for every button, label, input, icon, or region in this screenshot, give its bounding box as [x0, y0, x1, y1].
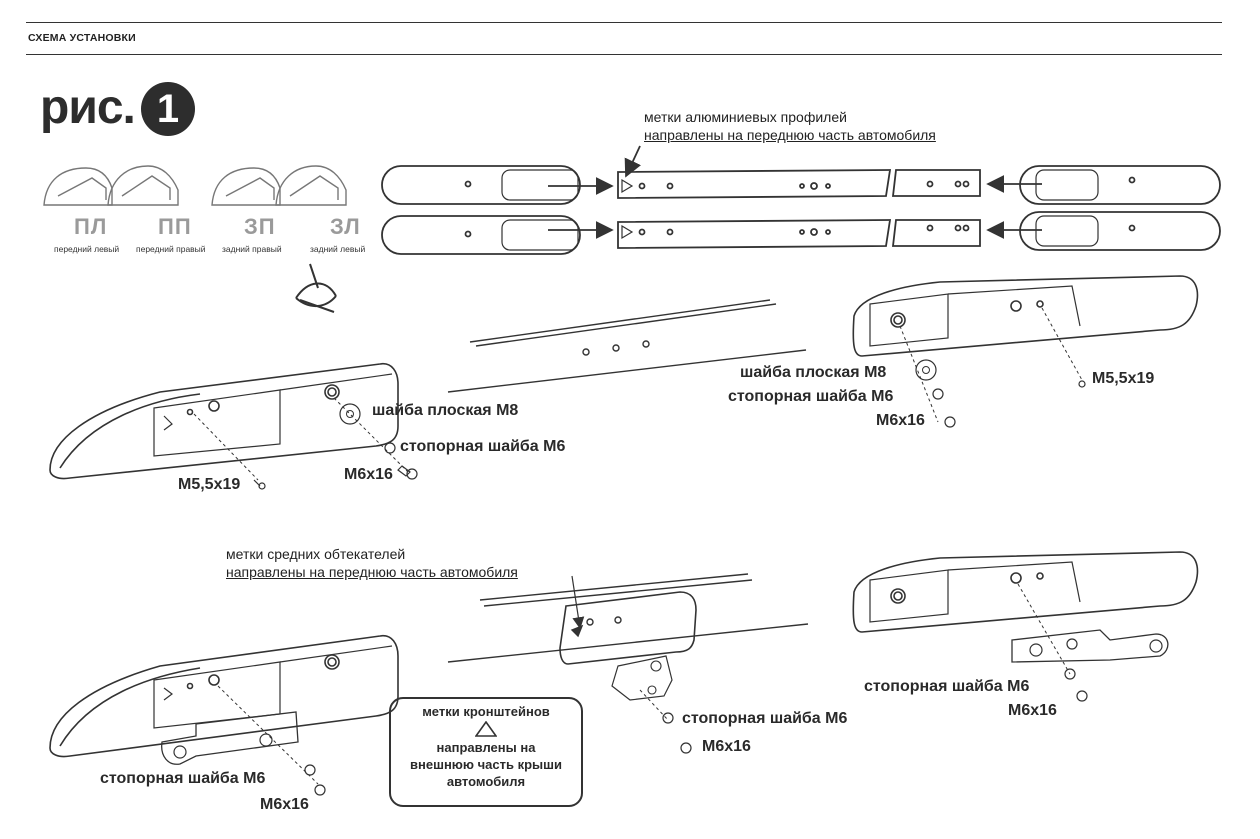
label-lock-washer-left: стопорная шайба М6: [400, 438, 566, 455]
label-flat-washer-left: шайба плоская М8: [372, 402, 519, 419]
label-lock-washer-bottom-left: стопорная шайба М6: [100, 770, 266, 787]
rail-assembly-top: [381, 145, 1221, 255]
label-lock-washer-bottom-right: стопорная шайба М6: [864, 678, 1030, 695]
label-bolt-bottom-left: М6х16: [260, 796, 309, 813]
label-flat-washer-right: шайба плоская М8: [740, 364, 887, 381]
rear-cap-bottom: [852, 551, 1199, 702]
header-title: СХЕМА УСТАНОВКИ: [28, 32, 136, 44]
fairings-note-line2: направлены на переднюю часть автомобиля: [226, 564, 518, 580]
label-bolt-bottom-right: М6х16: [1008, 702, 1057, 719]
middle-fairing-bottom: [447, 573, 809, 754]
end-cap-icons: [43, 165, 347, 206]
position-code-pp: ПП: [158, 214, 192, 239]
label-screw-right: М5,5х19: [1092, 370, 1155, 387]
profiles-note-line1: метки алюминиевых профилей: [644, 109, 847, 125]
fairings-note-line1: метки средних обтекателей: [226, 546, 406, 562]
label-bolt-right: М6х16: [876, 412, 925, 429]
position-code-pl: ПЛ: [74, 214, 108, 239]
eye-icon: [295, 263, 337, 313]
profiles-note: метки алюминиевых профилей направлены на…: [644, 108, 936, 144]
label-lock-washer-right: стопорная шайба М6: [728, 388, 894, 405]
front-cap-bottom: [49, 634, 399, 796]
bracket-note-box: метки кронштейнов направлены на внешнюю …: [389, 697, 583, 807]
label-lock-washer-bottom-mid: стопорная шайба М6: [682, 710, 848, 727]
position-name-pl: передний левый: [54, 244, 120, 254]
position-name-pp: передний правый: [136, 244, 206, 254]
profiles-note-line2: направлены на переднюю часть автомобиля: [644, 127, 936, 143]
figure-number-badge: 1: [141, 82, 195, 136]
fairings-note: метки средних обтекателей направлены на …: [226, 545, 518, 581]
rear-cap-middle: [852, 275, 1199, 428]
position-code-zp: ЗП: [244, 214, 276, 239]
front-cap-middle: [49, 362, 418, 490]
label-screw-left: М5,5х19: [178, 476, 241, 493]
header-bar: СХЕМА УСТАНОВКИ: [26, 22, 1222, 55]
position-code-zl: ЗЛ: [330, 214, 361, 239]
figure-title: рис.: [40, 81, 136, 134]
bracket-note-line2: направлены на: [436, 740, 536, 755]
label-bolt-left: М6х16: [344, 466, 393, 483]
bracket-note-line1: метки кронштейнов: [422, 704, 550, 719]
label-bolt-bottom-mid: М6х16: [702, 738, 751, 755]
position-name-zp: задний правый: [222, 244, 282, 254]
bracket-note-line4: автомобиля: [446, 774, 526, 789]
triangle-mark-icon: [475, 721, 497, 737]
profile-middle: [447, 299, 807, 393]
bracket-note-line3: внешнюю часть крыши: [410, 757, 562, 772]
position-name-zl: задний левый: [310, 244, 366, 254]
